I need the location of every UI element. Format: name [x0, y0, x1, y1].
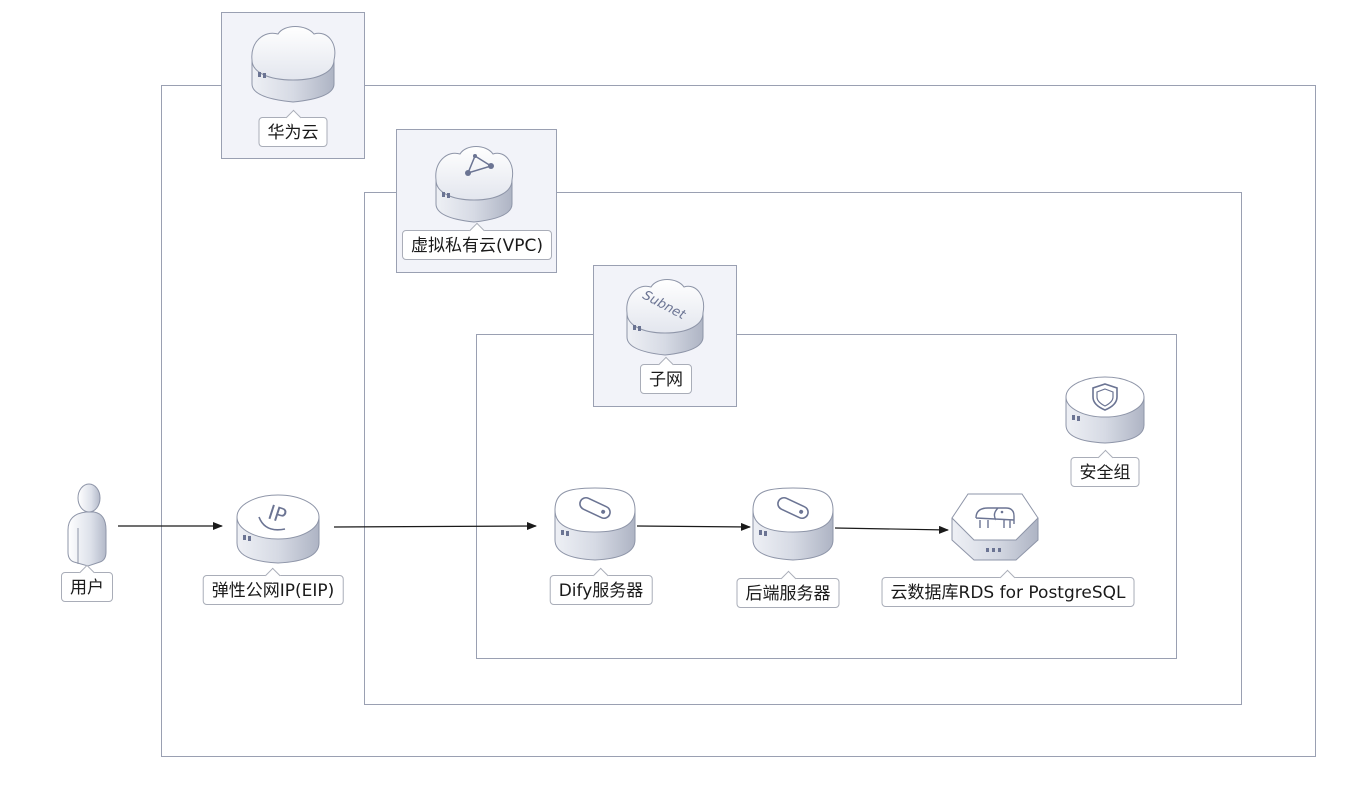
edge-backend-rds	[834, 525, 949, 534]
secgroup-label: 安全组	[1070, 457, 1140, 487]
rds-label: 云数据库RDS for PostgreSQL	[881, 577, 1135, 607]
eip-icon: IP	[235, 493, 321, 565]
user-label: 用户	[61, 572, 113, 602]
vpc-region-label: 虚拟私有云(VPC)	[401, 230, 553, 260]
dify-server-label: Dify服务器	[549, 575, 653, 605]
cloud-icon	[248, 22, 338, 104]
cloud-region-label: 华为云	[258, 117, 328, 147]
subnet-region-frame	[476, 334, 1177, 659]
dify-server-icon	[553, 486, 637, 562]
edge-dify-backend	[636, 522, 751, 531]
cloud-region-frame	[161, 85, 1316, 757]
subnet-region-label: 子网	[640, 364, 692, 394]
backend-server-icon	[751, 486, 835, 562]
vpc-icon	[433, 144, 515, 224]
backend-server-label: 后端服务器	[736, 578, 840, 608]
user-icon	[64, 480, 110, 568]
shield-icon	[1064, 375, 1146, 445]
subnet-icon: Subnet	[624, 277, 706, 357]
postgresql-icon	[948, 488, 1042, 564]
vpc-region-frame	[364, 192, 1242, 705]
eip-label: 弹性公网IP(EIP)	[202, 575, 344, 605]
edge-eip-dify	[333, 522, 537, 531]
